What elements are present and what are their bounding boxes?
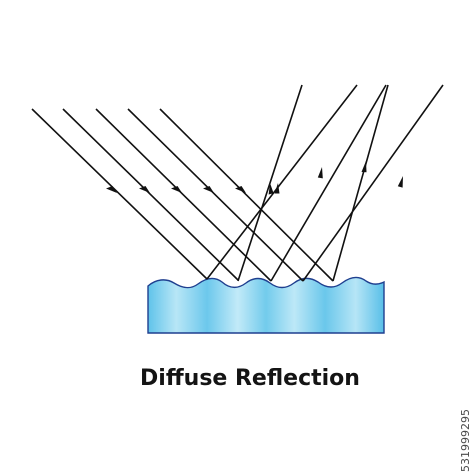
incident-ray-5 xyxy=(159,108,334,282)
incident-ray-4 xyxy=(127,108,304,282)
incident-rays xyxy=(31,108,334,282)
reflected-arrow-3 xyxy=(317,167,323,179)
reflected-ray-4 xyxy=(332,84,389,282)
incident-arrow-1 xyxy=(106,186,117,193)
incident-arrowheads xyxy=(106,186,246,193)
reflected-arrowheads xyxy=(268,161,403,195)
reflected-arrow-5 xyxy=(397,176,403,188)
incident-ray-1 xyxy=(31,108,208,280)
reflected-arrow-2 xyxy=(274,183,280,194)
diagram-caption: Diffuse Reflection xyxy=(140,366,360,391)
reflected-ray-5 xyxy=(302,84,444,282)
stock-id-text: 531999295 xyxy=(459,409,472,472)
reflected-arrow-4 xyxy=(361,161,367,173)
reflected-rays xyxy=(206,84,444,282)
reflected-ray-2 xyxy=(206,84,358,280)
incident-ray-2 xyxy=(62,108,239,281)
incident-ray-3 xyxy=(95,108,272,282)
incident-arrow-3 xyxy=(171,186,182,193)
rough-surface xyxy=(147,276,385,334)
incident-arrow-5 xyxy=(235,186,246,193)
reflected-ray-3 xyxy=(270,84,387,282)
stock-id-watermark: 531999295 xyxy=(455,340,473,474)
reflected-arrow-1 xyxy=(268,183,274,195)
incident-arrow-4 xyxy=(203,186,214,193)
incident-arrow-2 xyxy=(139,186,150,193)
